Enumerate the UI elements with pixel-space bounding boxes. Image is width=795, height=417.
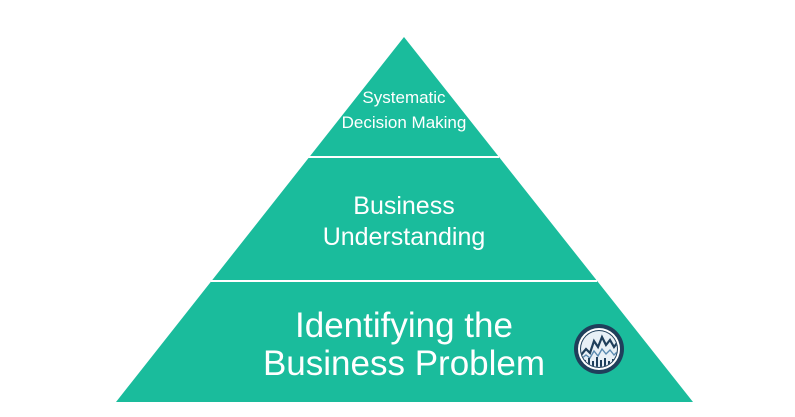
tier-middle-line-2: Understanding xyxy=(323,223,486,251)
tier-middle-line-1: Business xyxy=(353,192,454,220)
tier-top-line-1: Systematic xyxy=(362,88,446,107)
tier-top-line-2: Decision Making xyxy=(342,113,467,132)
stock-chart-icon xyxy=(574,324,624,374)
pyramid-shape xyxy=(116,37,693,402)
tier-top: Systematic Decision Making xyxy=(342,88,467,132)
tier-bottom-line-2: Business Problem xyxy=(263,344,545,383)
tier-bottom-line-1: Identifying the xyxy=(295,306,513,345)
tier-bottom: Identifying the Business Problem xyxy=(263,306,545,383)
tier-middle: Business Understanding xyxy=(323,192,486,251)
